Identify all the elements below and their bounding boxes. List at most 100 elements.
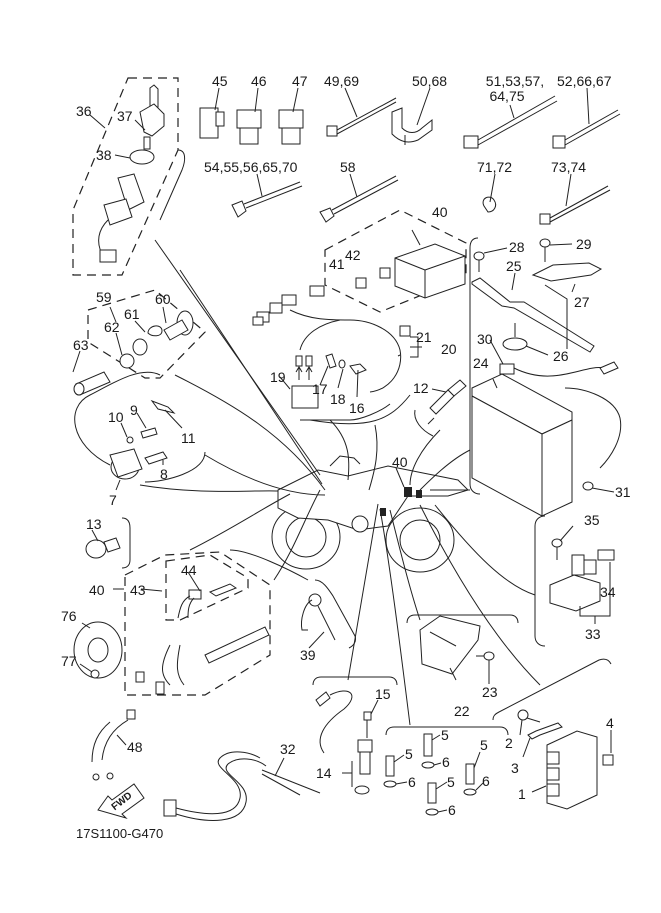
callout-50-68: 50,68 [412, 73, 448, 89]
wire-harness-32-part [163, 751, 321, 821]
ignition-coil-7-part [109, 448, 143, 480]
cable-clip-71-part [482, 196, 497, 213]
callout-77: 77 [61, 653, 77, 669]
callout-17: 17 [312, 381, 328, 397]
battery-group-outline [469, 237, 481, 495]
cable-tie-49-part [326, 97, 397, 137]
fuse-42-part [379, 267, 391, 279]
main-switch-body-part [98, 173, 145, 263]
callout-41: 41 [329, 256, 345, 272]
pipe-63-part [73, 371, 111, 396]
callout-73-74: 73,74 [551, 159, 587, 175]
battery-lead-30-part [499, 363, 515, 375]
callout-52-66-67: 52,66,67 [557, 73, 612, 89]
callout-26: 26 [553, 348, 569, 364]
ecu-1-part [546, 730, 598, 810]
bracket-17-part [325, 353, 337, 369]
washer-10-part [126, 436, 134, 444]
callout-6d: 6 [448, 802, 456, 818]
callout-18: 18 [330, 391, 346, 407]
spark-plug-12-part [427, 379, 467, 425]
callout-5b: 5 [405, 746, 413, 762]
fuse-41-part [355, 277, 367, 289]
cable-tie-58-part [319, 175, 399, 223]
callout-58: 58 [340, 159, 356, 175]
callout-23: 23 [482, 684, 498, 700]
callout-39: 39 [300, 647, 316, 663]
callout-15: 15 [375, 686, 391, 702]
battery-lead-31-part [564, 387, 622, 469]
callout-42: 42 [345, 247, 361, 263]
battery-band-25-part [471, 277, 595, 353]
battery-bolt-29-part [539, 238, 551, 262]
bolt-8-part [144, 451, 168, 465]
callout-4: 4 [606, 715, 614, 731]
wire-harness-group-40-outline [124, 551, 271, 696]
callout-14: 14 [316, 765, 332, 781]
callout-6a: 6 [442, 754, 450, 770]
callout-40-fuse-box: 40 [432, 204, 448, 220]
callout-45: 45 [212, 73, 228, 89]
coupler-46-part [236, 109, 262, 145]
cable-clamp-50-part [391, 107, 433, 145]
callout-32: 32 [280, 741, 296, 757]
callout-62: 62 [104, 319, 120, 335]
coupler-45-part [199, 107, 225, 139]
battery-bolt-28-part [473, 251, 485, 272]
lead-44-part [177, 583, 238, 619]
cap-4-part [602, 754, 614, 766]
thermo-switch-39-part [301, 593, 336, 641]
cable-tie-51-part [463, 95, 558, 149]
callout-43: 43 [130, 582, 146, 598]
drawing-code: 17S1100-G470 [76, 826, 164, 841]
callout-20: 20 [441, 341, 457, 357]
callout-51-line1: 51,53,57, [485, 73, 545, 89]
battery-cover-27-part [531, 262, 603, 282]
bracket-3-part [527, 722, 563, 740]
screw-9-part [140, 427, 158, 439]
callout-5c: 5 [480, 737, 488, 753]
fuse-34-part [597, 549, 615, 561]
speed-sensor-14-part [315, 690, 373, 795]
callout-44: 44 [181, 562, 197, 578]
wire-harness-20-part [252, 285, 411, 393]
ignition-key-part [139, 84, 165, 150]
callout-8: 8 [160, 466, 168, 482]
callout-21: 21 [416, 329, 432, 345]
starter-relay-33-part [549, 554, 601, 612]
fuse-box-part [394, 243, 466, 299]
bolt-35-part [551, 538, 563, 560]
fuse-box-group-outline [324, 209, 467, 313]
callout-12: 12 [413, 380, 429, 396]
callout-34: 34 [600, 584, 616, 600]
callout-1: 1 [518, 786, 526, 802]
callout-9: 9 [130, 402, 138, 418]
callout-25: 25 [506, 258, 522, 274]
switch-nut-part [129, 149, 155, 165]
screw-2-part [517, 709, 541, 723]
wire-harness-40-part [135, 626, 270, 695]
callout-51-line2: 64,75 [489, 88, 525, 104]
cable-tie-52-part [552, 109, 621, 149]
callout-2: 2 [505, 735, 513, 751]
socket-group-59-outline [87, 289, 206, 379]
cable-tie-54-part [231, 181, 303, 218]
callout-71-72: 71,72 [477, 159, 513, 175]
callout-33: 33 [585, 626, 601, 642]
callout-37: 37 [117, 108, 133, 124]
callout-5a: 5 [441, 727, 449, 743]
callout-13: 13 [86, 516, 102, 532]
callout-22: 22 [454, 703, 470, 719]
callout-47: 47 [292, 73, 308, 89]
callout-48: 48 [127, 739, 143, 755]
callout-54-55-56-65-70: 54,55,56,65,70 [204, 159, 298, 175]
callout-28: 28 [509, 239, 525, 255]
bolt-77-part [90, 669, 100, 679]
horn-76-part [73, 621, 123, 679]
callout-27: 27 [574, 294, 590, 310]
cap-61-part [132, 338, 148, 356]
callout-35: 35 [584, 512, 600, 528]
callout-40-vehicle: 40 [392, 454, 408, 470]
damper-26-part [502, 337, 528, 351]
callout-16: 16 [349, 400, 365, 416]
